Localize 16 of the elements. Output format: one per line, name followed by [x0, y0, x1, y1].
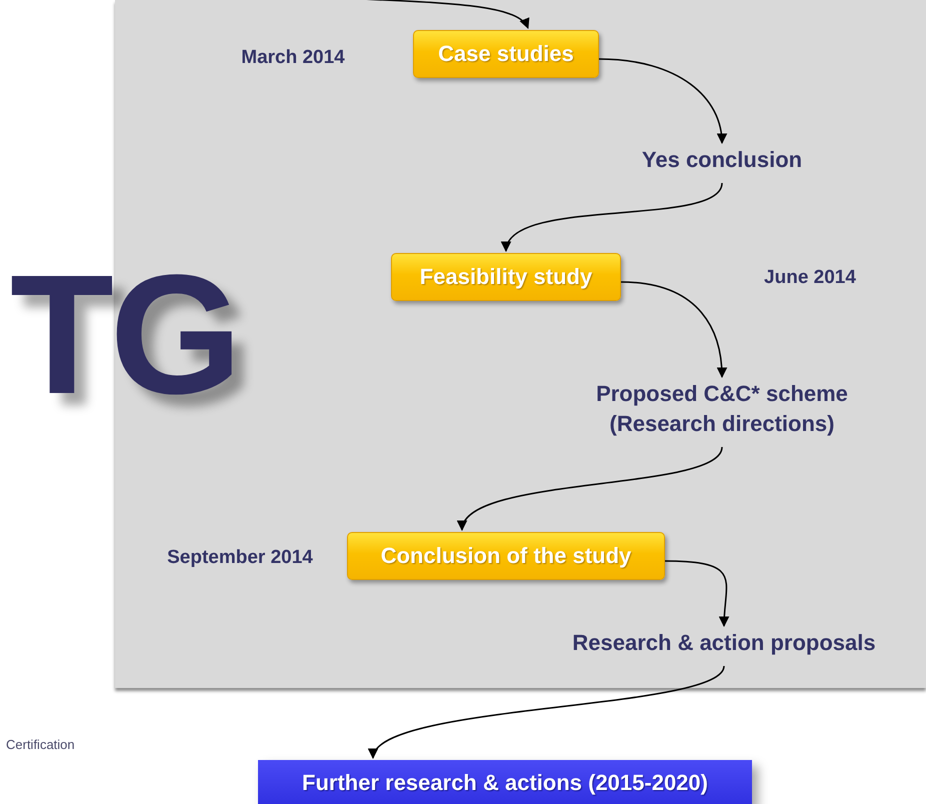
date-label: September 2014: [167, 547, 313, 569]
curved-arrow: [504, 182, 723, 252]
step-box: Further research & actions (2015-2020): [258, 760, 752, 804]
curved-arrow: [620, 281, 727, 378]
step-text: Research & action proposals: [542, 628, 906, 658]
date-label: March 2014: [241, 47, 345, 69]
step-text: Yes conclusion: [622, 145, 822, 175]
step-box: Feasibility study: [391, 253, 621, 301]
heading-letters: TG: [10, 250, 238, 420]
date-label: June 2014: [764, 267, 856, 289]
step-box: Conclusion of the study: [347, 532, 665, 580]
footer-text: Certification: [6, 737, 75, 752]
curved-arrow: [598, 58, 726, 144]
curved-arrow: [664, 560, 730, 628]
step-text: Proposed C&C* scheme (Research directions): [562, 379, 882, 439]
step-box: Case studies: [413, 30, 599, 78]
